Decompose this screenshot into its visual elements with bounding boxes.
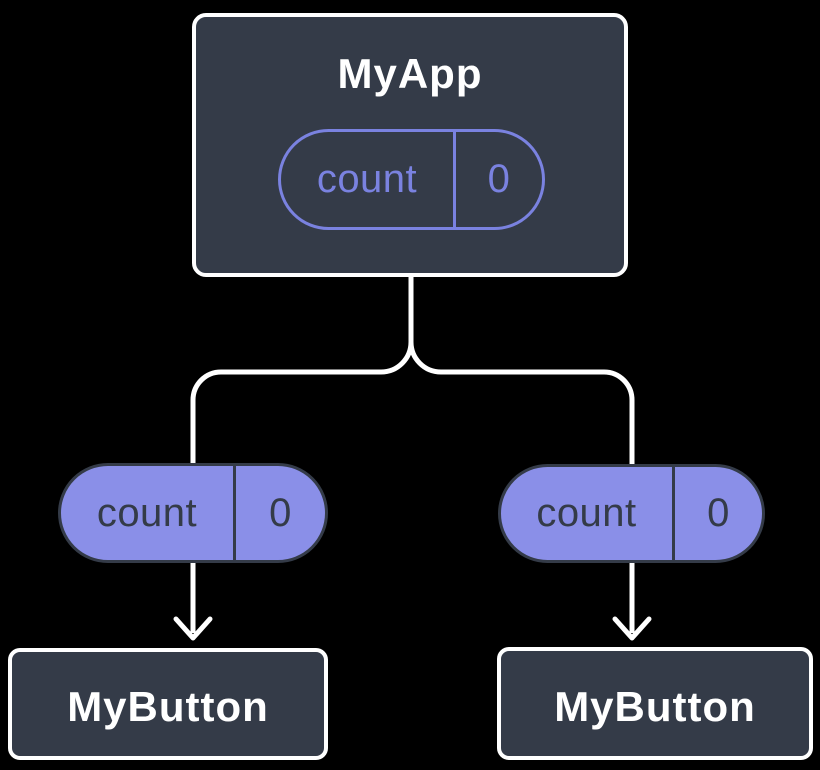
prop-pill-count-right: count 0 xyxy=(498,464,765,563)
component-title-mybutton: MyButton xyxy=(554,682,756,730)
prop-name-label: count xyxy=(536,491,637,535)
state-name-label: count xyxy=(316,157,418,201)
component-box-myapp: MyApp count 0 xyxy=(192,13,628,277)
arrow-right-head-icon xyxy=(612,616,652,641)
prop-pill-count-left: count 0 xyxy=(58,463,328,563)
component-title-mybutton: MyButton xyxy=(67,683,269,730)
prop-value-label: 0 xyxy=(672,467,762,560)
component-box-mybutton-right: MyButton xyxy=(497,647,813,760)
state-pill-count: count 0 xyxy=(278,129,545,230)
arrow-left-head-icon xyxy=(173,616,213,641)
tree-branch-left-line xyxy=(190,277,414,463)
component-title-myapp: MyApp xyxy=(337,50,483,97)
component-box-mybutton-left: MyButton xyxy=(8,648,328,760)
state-value-label: 0 xyxy=(453,132,542,227)
prop-name-label: count xyxy=(96,490,198,535)
prop-value-label: 0 xyxy=(233,466,325,560)
tree-branch-right-line xyxy=(408,277,635,464)
